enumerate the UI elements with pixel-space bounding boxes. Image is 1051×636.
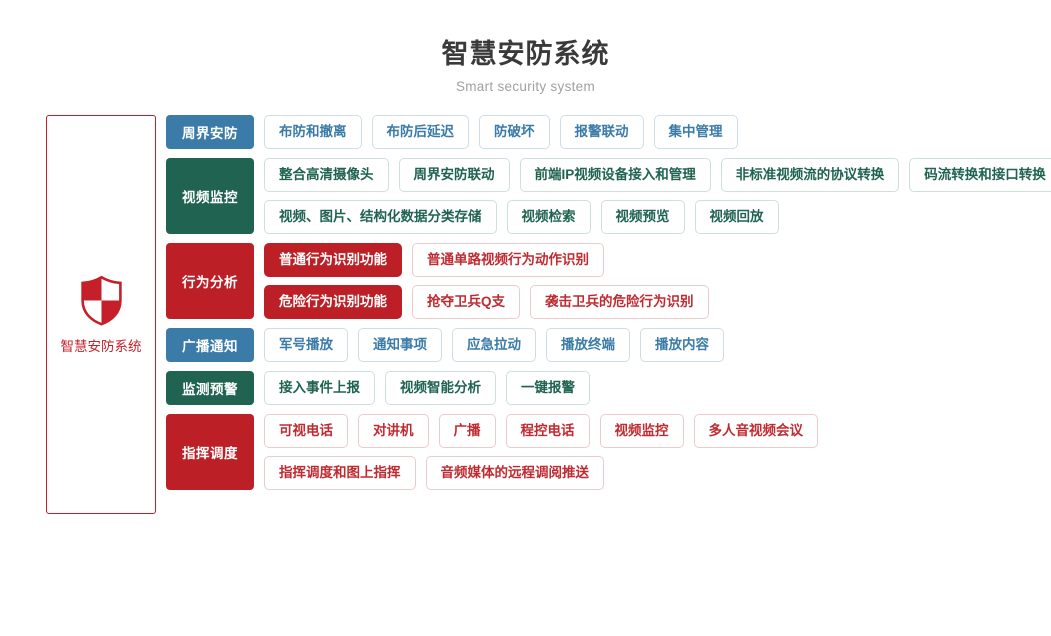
- category-label-2[interactable]: 视频监控: [166, 157, 254, 234]
- feature-line: 整合高清摄像头周界安防联动前端IP视频设备接入和管理非标准视频流的协议转换码流转…: [264, 157, 1051, 192]
- feature-chip[interactable]: 可视电话: [264, 413, 348, 448]
- feature-chip[interactable]: 周界安防联动: [398, 157, 510, 192]
- category-row: 监测预警接入事件上报视频智能分析一键报警: [166, 370, 1051, 405]
- feature-line: 视频、图片、结构化数据分类存储视频检索视频预览视频回放: [264, 199, 1051, 234]
- brand-panel: 智慧安防系统: [46, 114, 156, 514]
- feature-chip[interactable]: 程控电话: [505, 413, 590, 448]
- feature-chip[interactable]: 码流转换和接口转换: [909, 157, 1051, 192]
- feature-chip[interactable]: 广播: [438, 413, 496, 448]
- feature-line: 普通行为识别功能普通单路视频行为动作识别: [264, 242, 1051, 277]
- feature-chip[interactable]: 视频智能分析: [385, 370, 496, 405]
- feature-chip[interactable]: 播放终端: [546, 327, 630, 362]
- page-title: 智慧安防系统: [441, 39, 610, 69]
- feature-chip[interactable]: 非标准视频流的协议转换: [720, 157, 900, 192]
- category-label-3[interactable]: 行为分析: [166, 242, 254, 319]
- feature-line: 军号播放通知事项应急拉动播放终端播放内容: [264, 327, 1051, 362]
- feature-chip[interactable]: 布防和撤离: [264, 114, 362, 149]
- feature-chip[interactable]: 视频监控: [599, 413, 684, 448]
- feature-chip[interactable]: 音频媒体的远程调阅推送: [425, 455, 604, 490]
- feature-chip[interactable]: 视频回放: [694, 199, 779, 234]
- feature-group: 整合高清摄像头周界安防联动前端IP视频设备接入和管理非标准视频流的协议转换码流转…: [264, 157, 1051, 234]
- feature-chip[interactable]: 布防后延迟: [371, 114, 469, 149]
- page-header: 智慧安防系统 Smart security system: [0, 0, 1051, 94]
- feature-group: 布防和撤离布防后延迟防破坏报警联动集中管理: [264, 114, 1051, 149]
- category-row: 周界安防布防和撤离布防后延迟防破坏报警联动集中管理: [166, 114, 1051, 149]
- feature-chip[interactable]: 集中管理: [653, 114, 738, 149]
- feature-chip[interactable]: 前端IP视频设备接入和管理: [519, 157, 711, 192]
- feature-group: 可视电话对讲机广播程控电话视频监控多人音视频会议指挥调度和图上指挥音频媒体的远程…: [264, 413, 1051, 490]
- category-label-5[interactable]: 监测预警: [166, 370, 254, 405]
- feature-chip[interactable]: 视频、图片、结构化数据分类存储: [264, 199, 497, 234]
- category-row: 指挥调度可视电话对讲机广播程控电话视频监控多人音视频会议指挥调度和图上指挥音频媒…: [166, 413, 1051, 490]
- feature-chip[interactable]: 应急拉动: [452, 327, 536, 362]
- feature-chip[interactable]: 视频检索: [506, 199, 591, 234]
- feature-line: 危险行为识别功能抢夺卫兵Q支袭击卫兵的危险行为识别: [264, 284, 1051, 319]
- feature-chip[interactable]: 普通单路视频行为动作识别: [412, 242, 604, 277]
- page-subtitle: Smart security system: [455, 78, 596, 94]
- feature-chip[interactable]: 一键报警: [506, 370, 590, 405]
- feature-line: 指挥调度和图上指挥音频媒体的远程调阅推送: [264, 455, 1051, 490]
- feature-line: 可视电话对讲机广播程控电话视频监控多人音视频会议: [264, 413, 1051, 448]
- brand-label: 智慧安防系统: [60, 338, 142, 354]
- category-label-6[interactable]: 指挥调度: [166, 413, 254, 490]
- category-row: 视频监控整合高清摄像头周界安防联动前端IP视频设备接入和管理非标准视频流的协议转…: [166, 157, 1051, 234]
- feature-line: 接入事件上报视频智能分析一键报警: [264, 370, 1051, 405]
- feature-chip[interactable]: 播放内容: [640, 327, 724, 362]
- architecture-diagram: 智慧安防系统 周界安防布防和撤离布防后延迟防破坏报警联动集中管理视频监控整合高清…: [0, 114, 1051, 514]
- category-row: 行为分析普通行为识别功能普通单路视频行为动作识别危险行为识别功能抢夺卫兵Q支袭击…: [166, 242, 1051, 319]
- feature-chip[interactable]: 对讲机: [358, 413, 429, 448]
- category-row: 广播通知军号播放通知事项应急拉动播放终端播放内容: [166, 327, 1051, 362]
- feature-chip[interactable]: 袭击卫兵的危险行为识别: [530, 284, 709, 319]
- feature-line: 布防和撤离布防后延迟防破坏报警联动集中管理: [264, 114, 1051, 149]
- feature-chip[interactable]: 接入事件上报: [264, 370, 375, 405]
- feature-chip[interactable]: 多人音视频会议: [693, 413, 818, 448]
- feature-chip[interactable]: 普通行为识别功能: [264, 242, 402, 277]
- category-rows: 周界安防布防和撤离布防后延迟防破坏报警联动集中管理视频监控整合高清摄像头周界安防…: [166, 114, 1051, 490]
- category-label-1[interactable]: 周界安防: [166, 114, 254, 149]
- feature-chip[interactable]: 危险行为识别功能: [264, 284, 402, 319]
- feature-chip[interactable]: 视频预览: [600, 199, 685, 234]
- feature-chip[interactable]: 通知事项: [358, 327, 442, 362]
- feature-chip[interactable]: 抢夺卫兵Q支: [412, 284, 521, 319]
- feature-chip[interactable]: 整合高清摄像头: [264, 157, 389, 192]
- feature-group: 军号播放通知事项应急拉动播放终端播放内容: [264, 327, 1051, 362]
- feature-chip[interactable]: 报警联动: [559, 114, 644, 149]
- feature-group: 接入事件上报视频智能分析一键报警: [264, 370, 1051, 405]
- feature-chip[interactable]: 军号播放: [264, 327, 348, 362]
- feature-chip[interactable]: 防破坏: [479, 114, 550, 149]
- shield-icon: [78, 274, 125, 327]
- feature-chip[interactable]: 指挥调度和图上指挥: [264, 455, 416, 490]
- category-label-4[interactable]: 广播通知: [166, 327, 254, 362]
- feature-group: 普通行为识别功能普通单路视频行为动作识别危险行为识别功能抢夺卫兵Q支袭击卫兵的危…: [264, 242, 1051, 319]
